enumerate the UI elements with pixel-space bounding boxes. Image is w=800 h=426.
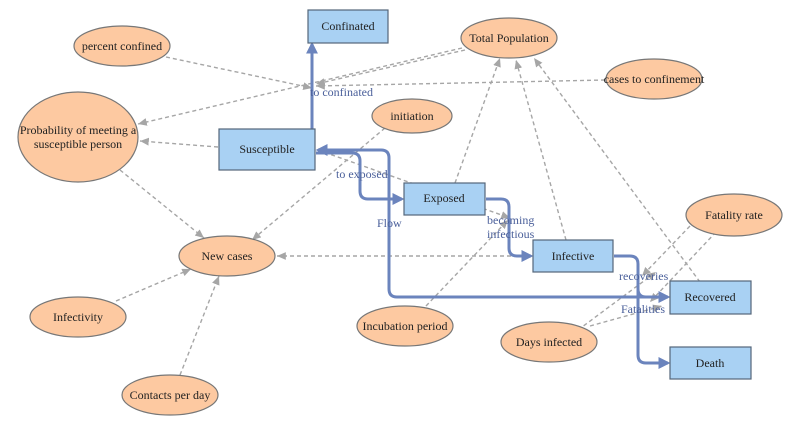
link-recovered-to-total-population	[533, 57, 701, 283]
flow-becoming-infectious[interactable]	[486, 197, 534, 262]
flow-to-exposed[interactable]	[316, 151, 405, 205]
flow-labels: to confinated to exposed Flow becoming i…	[310, 85, 669, 316]
stock-death[interactable]: Death	[669, 346, 752, 380]
link-fatality-rate-to-fatalities	[649, 231, 717, 303]
aux-infectivity-shape[interactable]	[29, 296, 127, 338]
link-cases-to-confinement-to-confinated	[315, 79, 606, 90]
flow-label-to-exposed: to exposed	[336, 167, 388, 181]
stock-exposed-label: Exposed	[423, 191, 464, 205]
aux-infectivity-label: Infectivity	[53, 310, 103, 324]
flow-label-infectious: infectious	[487, 227, 535, 241]
aux-new-cases[interactable]: New cases	[178, 235, 276, 277]
aux-percent-confined-shape[interactable]	[73, 25, 171, 67]
aux-percent-confined[interactable]: percent confined	[73, 25, 171, 67]
aux-incubation-period-label: Incubation period	[363, 319, 448, 333]
aux-new-cases-label: New cases	[202, 249, 253, 263]
aux-probability-meeting-label-2: susceptible person	[34, 137, 122, 151]
aux-contacts-per-day-label: Contacts per day	[130, 388, 211, 402]
flow-label-recoveries: recoveries	[619, 269, 669, 283]
aux-probability-meeting-label-1: Probability of meeting a	[20, 123, 137, 137]
stock-susceptible-box[interactable]	[218, 128, 316, 171]
aux-new-cases-shape[interactable]	[178, 235, 276, 277]
link-percent-confined-to-confinated	[165, 56, 313, 91]
link-days-infected-to-recoveries	[577, 271, 657, 331]
aux-total-population-label: Total Population	[469, 31, 549, 45]
link-contacts-to-new-cases	[179, 275, 220, 376]
link-initiation-to-new-cases	[251, 127, 386, 241]
stock-recovered-box[interactable]	[669, 280, 752, 315]
link-infectivity-to-new-cases	[115, 268, 192, 302]
aux-infectivity[interactable]: Infectivity	[29, 296, 127, 338]
stock-confinated[interactable]: Confinated	[307, 9, 389, 44]
aux-contacts-per-day[interactable]: Contacts per day	[121, 374, 219, 416]
flow-label-fatalities: Fatalities	[621, 302, 665, 316]
stock-confinated-label: Confinated	[321, 19, 374, 33]
stock-infective-box[interactable]	[532, 239, 614, 273]
stock-susceptible[interactable]: Susceptible	[218, 128, 316, 171]
aux-cases-to-confinement[interactable]: cases to confinement	[604, 58, 705, 100]
aux-fatality-rate-shape[interactable]	[685, 193, 783, 237]
aux-initiation[interactable]: initiation	[371, 98, 453, 134]
aux-initiation-shape[interactable]	[371, 98, 453, 134]
stock-recovered[interactable]: Recovered	[669, 280, 752, 315]
aux-total-population[interactable]: Total Population	[460, 17, 558, 59]
stock-exposed-box[interactable]	[403, 182, 486, 216]
aux-days-infected[interactable]: Days infected	[500, 321, 598, 363]
flow-label-flow: Flow	[377, 216, 402, 230]
stock-recovered-label: Recovered	[684, 290, 735, 304]
flow-loop[interactable]	[315, 144, 668, 299]
flow-label-becoming: becoming	[487, 213, 534, 227]
flow-fatalities[interactable]	[636, 290, 671, 369]
link-susceptible-to-probability	[139, 137, 219, 148]
stock-death-box[interactable]	[669, 346, 752, 380]
aux-fatality-rate-label: Fatality rate	[705, 208, 763, 222]
aux-percent-confined-label: percent confined	[82, 39, 162, 53]
aux-initiation-label: initiation	[390, 109, 433, 123]
aux-cases-to-confinement-shape[interactable]	[605, 58, 703, 100]
aux-probability-meeting-shape[interactable]	[17, 91, 139, 183]
stock-death-label: Death	[696, 356, 725, 370]
aux-incubation-period[interactable]: Incubation period	[356, 305, 454, 347]
link-exposed-to-total-population	[454, 57, 501, 184]
stock-infective[interactable]: Infective	[532, 239, 614, 273]
aux-cases-to-confinement-label: cases to confinement	[604, 72, 705, 86]
link-infective-to-total-population	[514, 59, 567, 241]
stock-susceptible-label: Susceptible	[239, 142, 294, 156]
link-incubation-to-becoming-infectious	[425, 219, 509, 307]
flow-recoveries[interactable]	[614, 254, 671, 303]
stock-confinated-box[interactable]	[307, 9, 389, 44]
aux-days-infected-label: Days infected	[516, 335, 582, 349]
aux-fatality-rate[interactable]: Fatality rate	[685, 193, 783, 237]
link-days-infected-to-fatalities	[589, 304, 663, 327]
aux-incubation-period-shape[interactable]	[356, 305, 454, 347]
aux-contacts-per-day-shape[interactable]	[121, 374, 219, 416]
aux-total-population-shape[interactable]	[460, 17, 558, 59]
link-total-population-to-confinated	[315, 49, 466, 86]
link-probability-to-new-cases	[119, 169, 205, 239]
aux-days-infected-shape[interactable]	[500, 321, 598, 363]
stock-exposed[interactable]: Exposed	[403, 182, 486, 216]
link-fatality-rate-to-recoveries	[641, 225, 691, 277]
stock-infective-label: Infective	[552, 249, 595, 263]
aux-probability-meeting[interactable]: Probability of meeting a susceptible per…	[17, 91, 139, 183]
flow-label-to-confinated: to confinated	[310, 85, 373, 99]
flows	[306, 41, 671, 369]
